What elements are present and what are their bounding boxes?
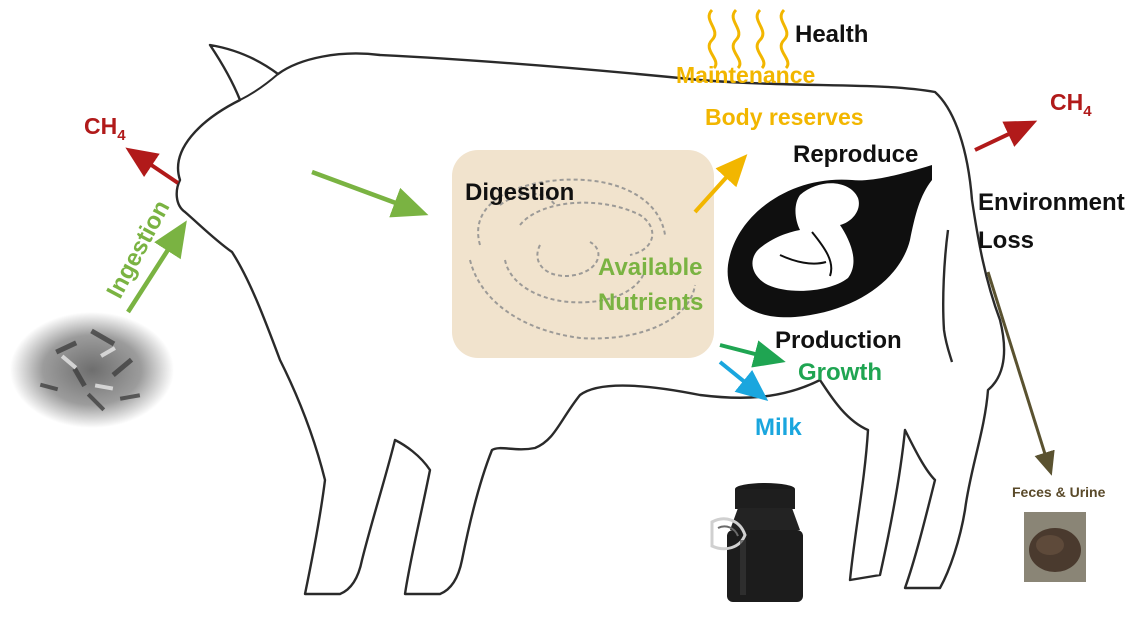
available-label: Available [598, 254, 703, 281]
digestion-box: Digestion Available Nutrients [452, 150, 714, 358]
environment-label: Environment [978, 189, 1125, 216]
health-label: Health [795, 21, 868, 48]
growth-label: Growth [798, 359, 882, 386]
nutrients-label: Nutrients [598, 289, 703, 316]
methane-right-label: CH4 [1050, 89, 1092, 120]
production-label: Production [775, 327, 902, 354]
loss-label: Loss [978, 227, 1034, 254]
methane-left-arrow [132, 152, 178, 183]
milk-arrow [720, 362, 762, 396]
growth-arrow [720, 345, 778, 360]
ingestion-label: Ingestion [101, 196, 175, 303]
ear-outline [240, 74, 278, 100]
body-reserves-label: Body reserves [705, 104, 864, 130]
feces-urine-label: Feces & Urine [1012, 484, 1106, 500]
loss-arrow [988, 272, 1050, 470]
heat-waves-icon [709, 10, 788, 68]
feed-pile-icon [10, 312, 174, 428]
feed-to-digestion-arrow [312, 172, 420, 212]
tail-outline [943, 230, 952, 362]
reproduce-label: Reproduce [793, 141, 918, 168]
methane-right-arrow [975, 124, 1030, 150]
maintenance-label: Maintenance [676, 62, 815, 88]
digestion-label: Digestion [465, 179, 574, 206]
milk-can-icon [712, 483, 803, 602]
milk-label: Milk [755, 414, 802, 441]
methane-left-label: CH4 [84, 113, 126, 144]
calf-in-uterus-icon [728, 165, 932, 317]
manure-icon [1024, 512, 1086, 582]
